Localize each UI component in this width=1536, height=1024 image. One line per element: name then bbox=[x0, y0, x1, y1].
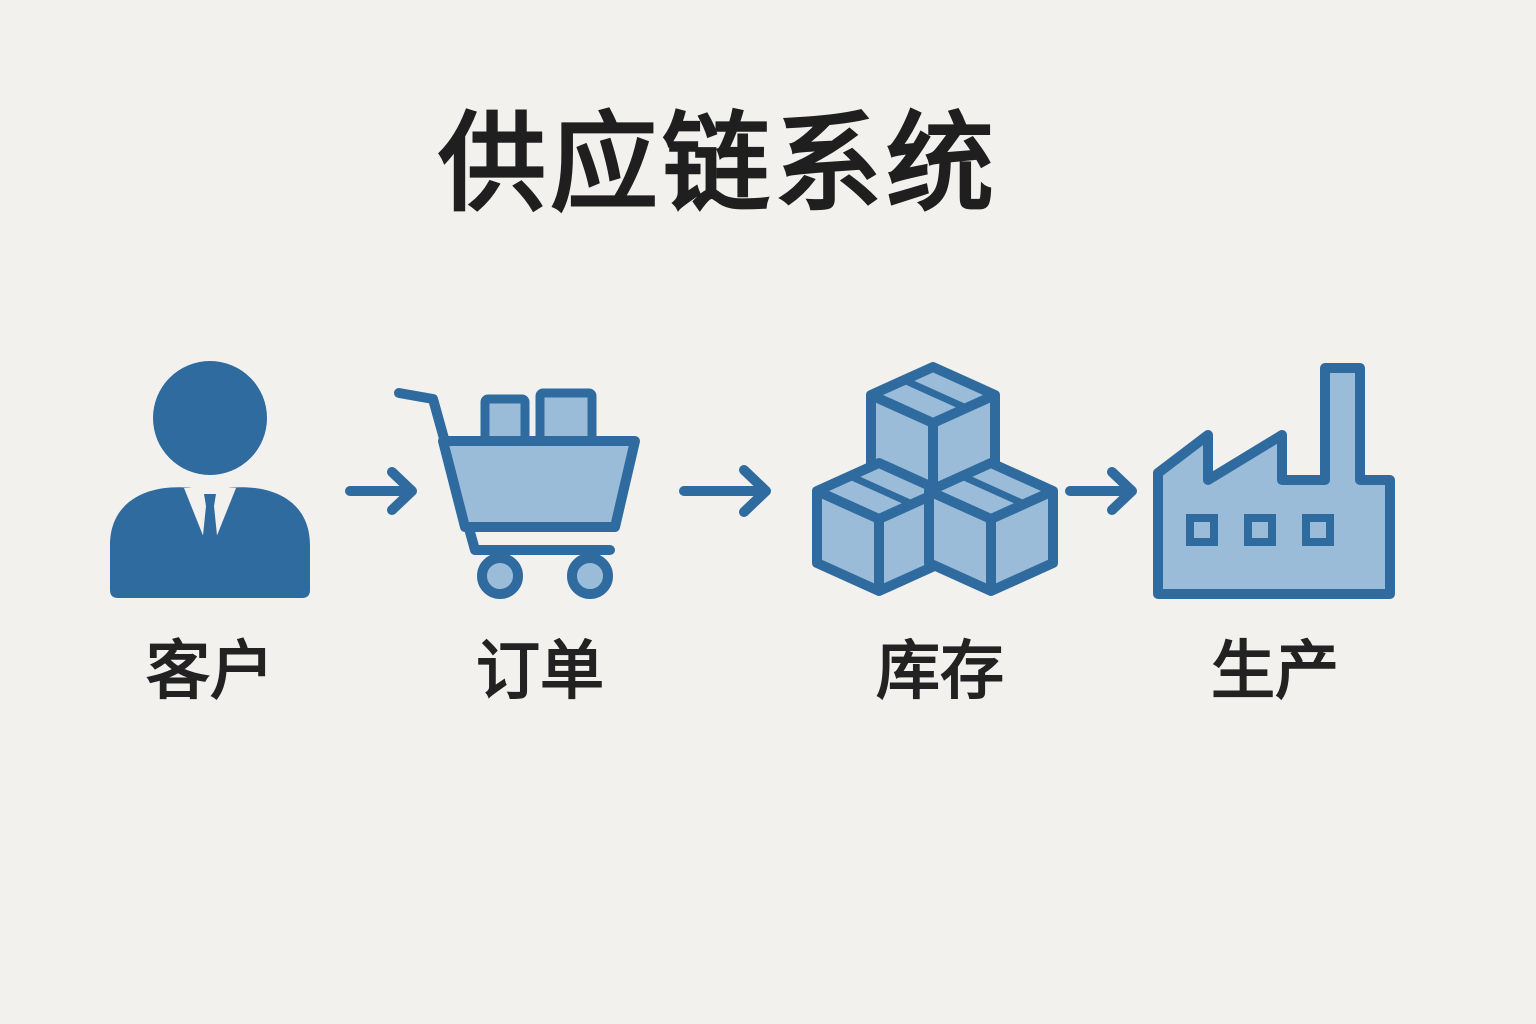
step-label-production: 生产 bbox=[1211, 635, 1339, 709]
stacked-boxes-icon bbox=[812, 362, 1058, 596]
customer-person-icon bbox=[110, 361, 310, 598]
diagram-title: 供应链系统 bbox=[438, 102, 999, 227]
shopping-cart-icon bbox=[394, 388, 640, 599]
factory-icon bbox=[1153, 363, 1395, 599]
step-label-inventory: 库存 bbox=[876, 635, 1004, 709]
step-label-customer: 客户 bbox=[146, 635, 274, 709]
arrow-right-icon bbox=[679, 465, 771, 517]
arrow-right-icon bbox=[1065, 467, 1137, 515]
arrow-right-icon bbox=[345, 467, 417, 515]
step-label-order: 订单 bbox=[476, 635, 604, 709]
